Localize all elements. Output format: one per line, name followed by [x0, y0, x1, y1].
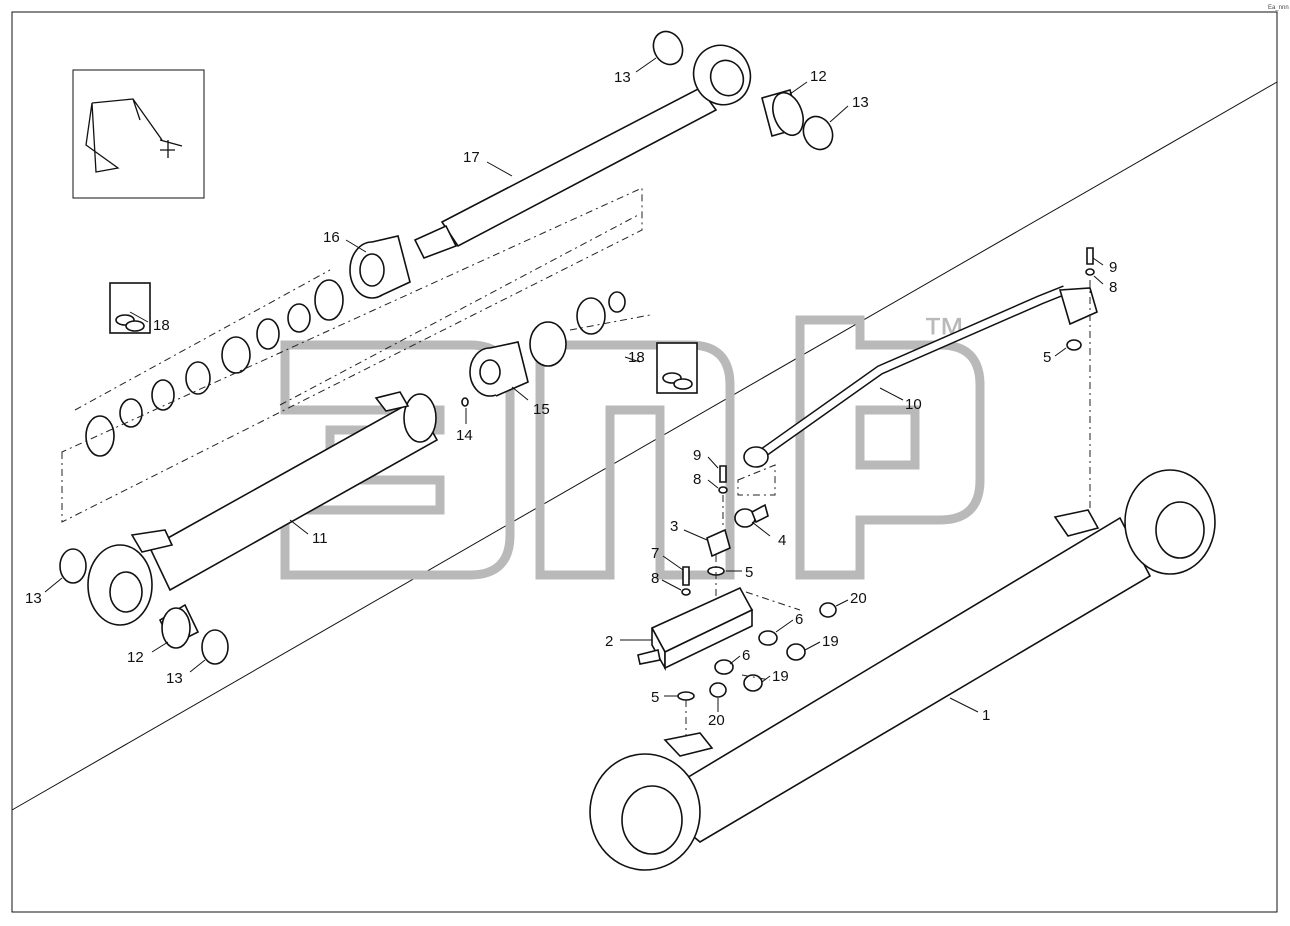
corner-code: Ea_nnn — [1268, 5, 1289, 11]
piston-ring-a — [529, 321, 567, 367]
machine-locator-icon — [72, 69, 205, 199]
piston-15 — [469, 341, 529, 397]
callout-5: 5 — [745, 564, 753, 581]
drawing-frame — [11, 11, 1278, 913]
callout-5: 5 — [651, 689, 659, 706]
adapter-6-b — [714, 659, 734, 675]
callout-17: 17 — [463, 149, 480, 166]
callout-13: 13 — [166, 670, 183, 687]
callout-10: 10 — [905, 396, 922, 413]
bolt-9-b — [1086, 247, 1094, 265]
callout-9: 9 — [693, 447, 701, 464]
o-ring-5-c — [1066, 339, 1082, 351]
callout-9: 9 — [1109, 259, 1117, 276]
callout-6: 6 — [742, 647, 750, 664]
washer-8-c — [1085, 268, 1095, 276]
bolt-9-a — [719, 465, 727, 483]
callout-13: 13 — [25, 590, 42, 607]
callout-20: 20 — [850, 590, 867, 607]
plug-20-a — [819, 602, 837, 618]
fitting-4 — [734, 503, 769, 528]
callout-14: 14 — [456, 427, 473, 444]
callout-13: 13 — [614, 69, 631, 86]
elbow-19-b — [743, 674, 763, 692]
callout-8: 8 — [1109, 279, 1117, 296]
callout-1: 1 — [982, 707, 990, 724]
callout-19: 19 — [772, 668, 789, 685]
seal-kit-bag-icon — [656, 342, 698, 394]
piston-rod-17 — [413, 44, 752, 260]
seal-ring-13-c — [59, 548, 87, 584]
callout-8: 8 — [693, 471, 701, 488]
set-screw-14 — [461, 397, 469, 407]
piston-ring-c — [608, 291, 626, 313]
valve-block-2 — [637, 586, 754, 672]
callout-12: 12 — [127, 649, 144, 666]
flange-3 — [706, 528, 731, 558]
pipe-10 — [743, 285, 1098, 468]
cylinder-barrel-11 — [87, 391, 439, 626]
callout-18: 18 — [153, 317, 170, 334]
callout-3: 3 — [670, 518, 678, 535]
callout-labels: 13 12 13 17 16 18 18 15 14 11 13 12 13 9… — [25, 68, 1117, 729]
seal-rings-row — [85, 279, 344, 457]
rod-bushing-12-bottom — [158, 603, 200, 649]
assembly-outline-upper — [61, 187, 643, 523]
callout-5: 5 — [1043, 349, 1051, 366]
watermark: ™ — [280, 309, 985, 580]
assembly-guides-upper — [74, 213, 651, 411]
cylinder-head-16 — [349, 235, 411, 299]
callout-15: 15 — [533, 401, 550, 418]
seal-ring-13-b — [802, 115, 834, 151]
callout-19: 19 — [822, 633, 839, 650]
leader-lines — [44, 57, 1104, 713]
washer-8-a — [681, 588, 691, 596]
callout-18: 18 — [628, 349, 645, 366]
bolt-7 — [682, 566, 690, 586]
adapter-6-a — [758, 630, 778, 646]
callout-6: 6 — [795, 611, 803, 628]
callout-4: 4 — [778, 532, 786, 549]
callout-7: 7 — [651, 545, 659, 562]
seal-kit-bag-icon — [109, 282, 151, 334]
cylinder-1 — [589, 469, 1216, 871]
washer-8-b — [718, 486, 728, 494]
assembly-guides-lower — [685, 280, 1091, 735]
seal-ring-13-a — [652, 30, 684, 66]
piston-ring-b — [576, 297, 606, 335]
callout-12: 12 — [810, 68, 827, 85]
o-ring-5-b — [677, 691, 695, 701]
callout-8: 8 — [651, 570, 659, 587]
callout-2: 2 — [605, 633, 613, 650]
rod-bushing-12-top — [761, 89, 804, 137]
section-divider — [11, 81, 1278, 811]
callout-13: 13 — [852, 94, 869, 111]
callout-11: 11 — [312, 530, 328, 547]
callout-16: 16 — [323, 229, 340, 246]
elbow-19-a — [786, 643, 806, 661]
plug-20-b — [709, 682, 727, 698]
seal-ring-13-d — [201, 629, 229, 665]
callout-20: 20 — [708, 712, 725, 729]
